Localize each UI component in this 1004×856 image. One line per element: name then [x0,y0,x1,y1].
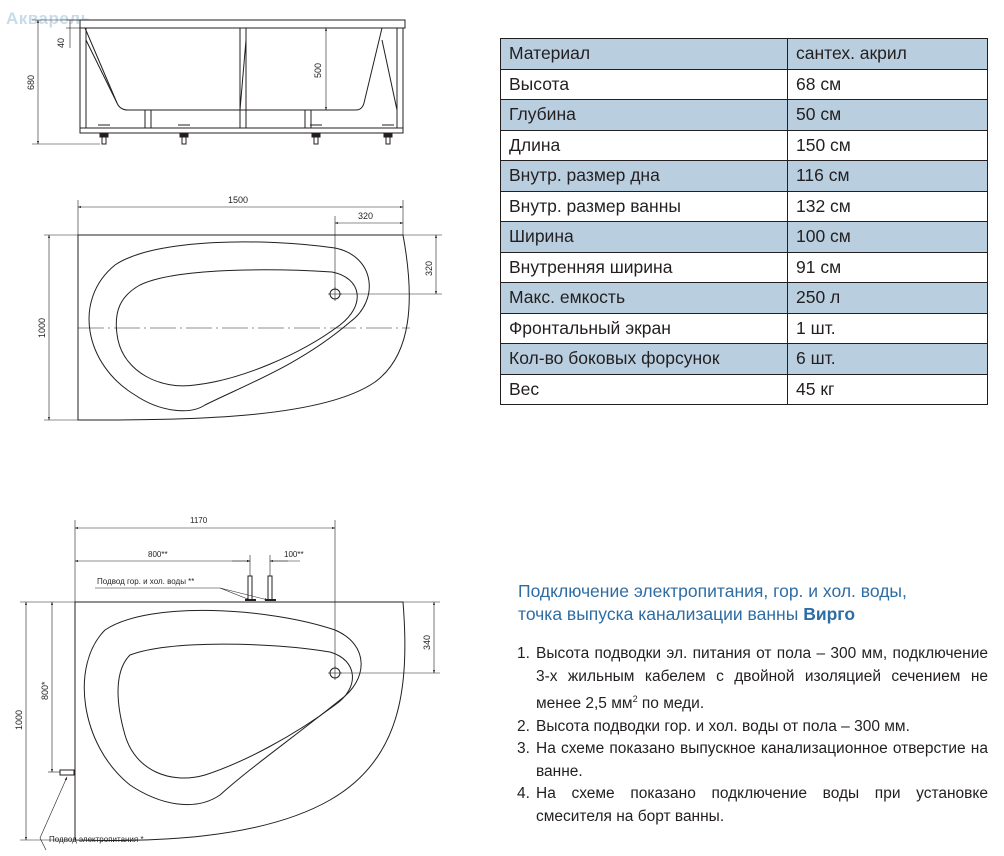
spec-key: Внутр. размер ванны [500,190,788,222]
model-name: Вирго [803,604,856,624]
spec-value: 91 см [787,251,988,283]
dim-power-height: 800* [40,681,50,700]
dim-plan-width: 1000 [37,318,47,338]
note-text: Высота подводки эл. питания от пола – 30… [536,645,988,713]
spec-value: 132 см [787,190,988,222]
heading-line-2: точка выпуска канализации ванны [518,604,799,624]
note-text: На схеме показано подключение воды при у… [536,785,988,825]
dim-conn-length: 1170 [190,516,208,525]
plan-view [44,200,442,421]
spec-value: 150 см [787,129,988,161]
elevation-view [32,19,406,145]
dim-conn-drain-y: 340 [422,635,432,650]
note-item: 3. На схеме показано выпускное канализаци… [517,738,988,783]
note-item: 4. На схеме показано подключение воды при… [517,783,988,828]
note-item: 1. Высота подводки эл. питания от пола – … [517,643,988,716]
note-number: 2. [517,717,530,735]
label-power-supply: Подвод электропитания * [49,835,144,844]
spec-key: Вес [500,373,788,405]
spec-value: 100 см [787,221,988,253]
dim-water-offset: 800** [148,550,168,559]
spec-key: Кол-во боковых форсунок [500,343,788,375]
dim-height: 680 [26,75,36,90]
dim-plan-length: 1500 [228,195,248,205]
spec-key: Внутр. размер дна [500,160,788,192]
dim-rim: 40 [56,38,66,48]
dim-depth: 500 [313,63,323,78]
dim-conn-width: 1000 [14,710,24,730]
note-number: 1. [517,645,530,662]
notes-list: 1. Высота подводки эл. питания от пола – … [517,643,988,828]
spec-value: 50 см [787,99,988,131]
section-heading: Подключение электропитания, гор. и хол. … [518,580,988,626]
spec-value: 1 шт. [787,312,988,344]
spec-key: Материал [500,38,788,70]
spec-value: 6 шт. [787,343,988,375]
spec-key: Высота [500,68,788,100]
note-text: На схеме показано выпускное канализацион… [536,740,988,780]
note-text-tail: по меди. [637,695,705,713]
spec-value: 45 кг [787,373,988,405]
spec-key: Макс. емкость [500,282,788,314]
note-number: 3. [517,740,530,758]
connection-plan [20,520,440,851]
dim-water-gap: 100** [284,550,304,559]
note-number: 4. [517,785,530,803]
note-superscript: 2 [632,694,638,704]
spec-key: Внутренняя ширина [500,251,788,283]
label-water-supply: Подвод гор. и хол. воды ** [97,577,194,586]
spec-key: Ширина [500,221,788,253]
note-text: Высота подводки гор. и хол. воды от пола… [536,717,910,735]
dim-plan-drain-x: 320 [358,211,373,221]
heading-line-1: Подключение электропитания, гор. и хол. … [518,581,907,601]
dim-plan-drain-y: 320 [424,261,434,276]
spec-value: 250 л [787,282,988,314]
spec-value: 116 см [787,160,988,192]
spec-value: сантех. акрил [787,38,988,70]
spec-key: Глубина [500,99,788,131]
spec-key: Длина [500,129,788,161]
note-item: 2. Высота подводки гор. и хол. воды от по… [517,716,988,739]
spec-value: 68 см [787,68,988,100]
spec-key: Фронтальный экран [500,312,788,344]
